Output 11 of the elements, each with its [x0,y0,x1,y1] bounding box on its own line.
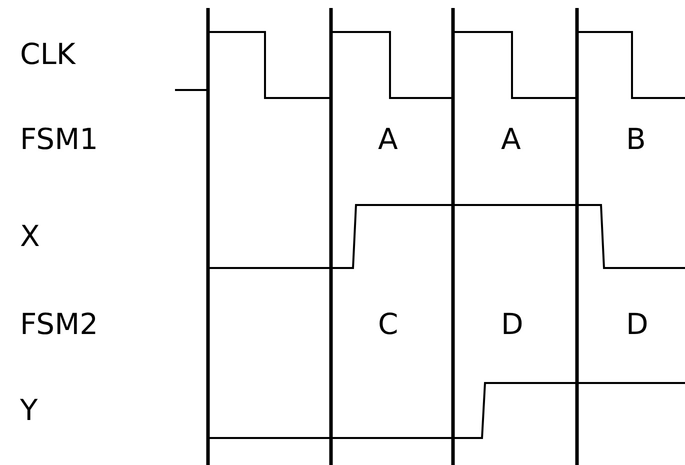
state-label: A [501,125,521,154]
state-label: B [626,125,646,154]
signal-name: X [20,222,40,251]
state-label: A [378,125,398,154]
state-label: D [626,310,648,339]
state-label: D [501,310,524,339]
signal-name: CLK [20,40,76,69]
signal-name: FSM1 [20,125,98,154]
state-label: C [378,310,398,339]
signal-name: FSM2 [20,310,98,339]
signal-name: Y [20,396,38,425]
